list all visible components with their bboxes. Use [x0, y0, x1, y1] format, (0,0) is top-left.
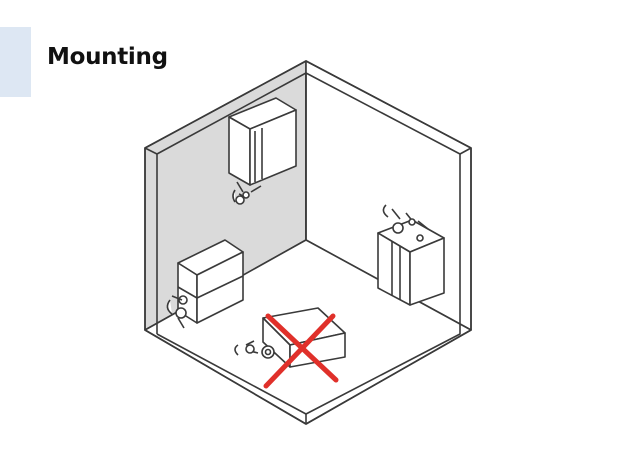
red-cross-icon: [263, 313, 339, 389]
section-tab: [0, 27, 31, 97]
wall-mounted-unit-right-wall: [377, 204, 445, 306]
floor-unit-center-upside-down: [234, 307, 346, 368]
wall-mounted-unit-back-wall: [228, 97, 297, 205]
floor-unit-left-corner: [166, 239, 244, 329]
page-title: Mounting: [47, 44, 168, 70]
